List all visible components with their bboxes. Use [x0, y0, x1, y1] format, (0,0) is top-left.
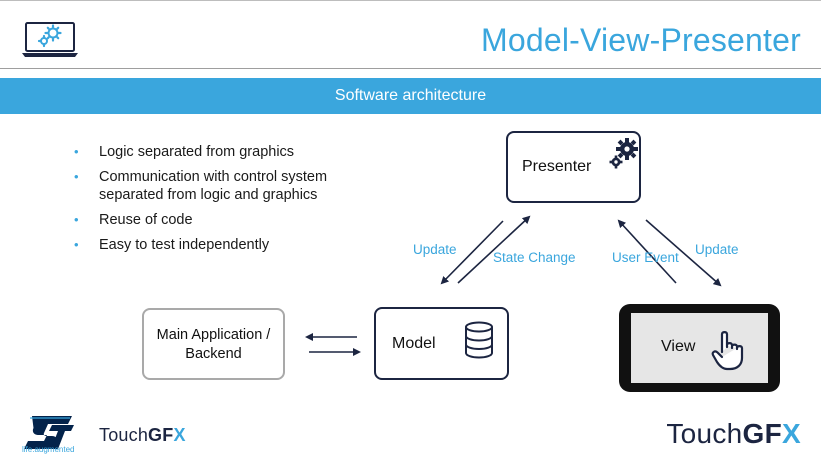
arrow-presenter-to-model	[440, 220, 504, 285]
title-divider	[0, 68, 821, 69]
section-banner: Software architecture	[0, 78, 821, 114]
model-node: Model	[374, 307, 509, 380]
touchgfx-bold: GF	[148, 425, 174, 445]
arrow-presenter-to-view	[645, 219, 722, 287]
bullet-item: Reuse of code	[74, 211, 394, 229]
bullet-item: Easy to test independently	[74, 236, 394, 254]
arrow-model-to-presenter	[457, 215, 531, 284]
edge-label-update-to-view: Update	[695, 242, 739, 257]
presenter-node: Presenter	[506, 131, 641, 203]
presenter-label: Presenter	[522, 158, 592, 175]
database-icon	[465, 321, 493, 359]
main-application-node: Main Application / Backend	[142, 308, 285, 380]
bullet-list: Logic separated from graphics Communicat…	[74, 143, 394, 261]
st-tagline: life.augmented	[22, 445, 75, 454]
st-logo-icon	[24, 416, 74, 449]
view-screen: View	[631, 313, 768, 383]
touchgfx-prefix: Touch	[666, 418, 743, 449]
main-application-label: Main Application / Backend	[156, 327, 271, 362]
laptop-gear-icon	[22, 22, 78, 57]
top-border	[0, 0, 821, 1]
page-title: Model-View-Presenter	[481, 22, 801, 58]
touchgfx-logo-large: TouchGFX	[666, 418, 801, 450]
edge-label-state-change: State Change	[493, 250, 576, 265]
model-label: Model	[392, 335, 436, 352]
touchgfx-logo-small: TouchGFX	[99, 425, 186, 446]
bullet-item: Communication with control system separa…	[74, 168, 394, 204]
touchgfx-x: X	[782, 418, 801, 449]
view-device: View	[619, 304, 780, 392]
edge-label-update-to-model: Update	[413, 242, 457, 257]
hand-pointer-icon	[711, 331, 744, 371]
view-label: View	[661, 338, 696, 355]
touchgfx-x: X	[173, 425, 186, 445]
bullet-item: Logic separated from graphics	[74, 143, 394, 161]
touchgfx-bold: GF	[742, 418, 783, 449]
gears-icon	[609, 138, 638, 169]
arrow-view-to-presenter	[617, 219, 677, 284]
touchgfx-prefix: Touch	[99, 425, 149, 445]
edge-label-user-event: User Event	[612, 250, 679, 265]
banner-text: Software architecture	[334, 87, 487, 104]
